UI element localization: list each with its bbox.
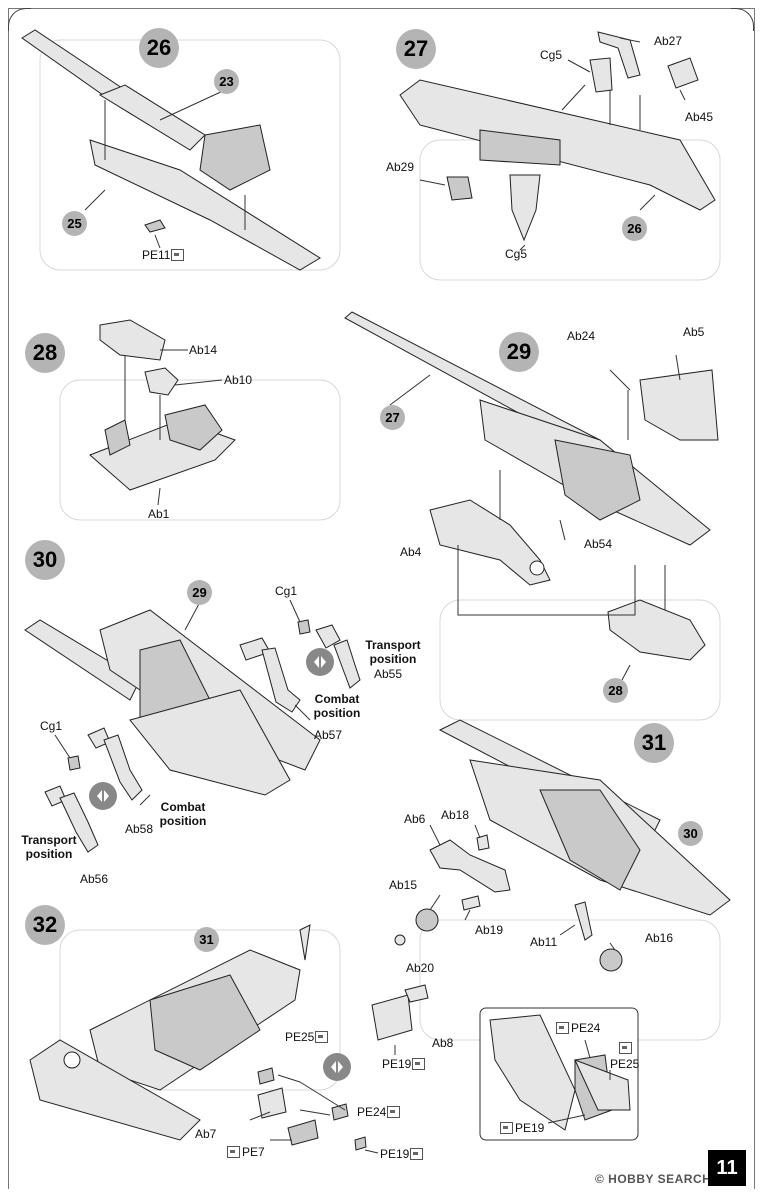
part-label: Ab58 bbox=[125, 822, 154, 836]
ghost-background bbox=[39, 39, 721, 1091]
reference-step: 23 bbox=[214, 69, 239, 94]
reference-step: 28 bbox=[603, 678, 628, 703]
step-31-drawing bbox=[394, 719, 731, 972]
step-number: 31 bbox=[634, 723, 674, 763]
part-label: Cg5 bbox=[505, 247, 528, 261]
part-label: Ab11 bbox=[530, 935, 558, 949]
position-label: Transport position bbox=[365, 638, 421, 666]
part-label: Ab54 bbox=[584, 537, 613, 551]
part-label: PE7 bbox=[227, 1145, 265, 1159]
watermark: © HOBBY SEARCH bbox=[595, 1172, 712, 1186]
inset-label: PE24 bbox=[556, 1021, 600, 1035]
part-label: Ab6 bbox=[404, 812, 426, 826]
part-label: Ab16 bbox=[645, 931, 674, 945]
page-frame bbox=[8, 8, 755, 1189]
step-28-drawing bbox=[89, 319, 236, 506]
photo-etch-icon bbox=[556, 1021, 569, 1034]
photo-etch-icon bbox=[410, 1147, 424, 1160]
step-26-drawing bbox=[21, 29, 321, 271]
inset-label: PE19 bbox=[500, 1121, 544, 1135]
part-label: Cg1 bbox=[40, 719, 63, 733]
reference-step: 27 bbox=[380, 405, 405, 430]
photo-etch-icon bbox=[315, 1030, 329, 1043]
photo-etch-icon bbox=[412, 1057, 426, 1070]
step-number: 32 bbox=[25, 905, 65, 945]
part-label: Ab10 bbox=[224, 373, 253, 387]
step-30-drawing bbox=[24, 599, 361, 853]
step-32-drawing bbox=[29, 924, 429, 1154]
step-number: 27 bbox=[396, 29, 436, 69]
reference-step: 30 bbox=[678, 821, 703, 846]
photo-etch-icon bbox=[171, 248, 185, 261]
position-label: Transport position bbox=[21, 833, 77, 861]
position-label: Combat position bbox=[159, 800, 207, 828]
step-number: 29 bbox=[499, 332, 539, 372]
part-label: Ab18 bbox=[441, 808, 470, 822]
part-label: Ab55 bbox=[374, 667, 403, 681]
photo-etch-icon bbox=[619, 1042, 632, 1054]
photo-etch-icon bbox=[387, 1105, 401, 1118]
reference-step: 29 bbox=[187, 580, 212, 605]
step-29-drawing bbox=[344, 311, 719, 681]
reference-step: 25 bbox=[62, 211, 87, 236]
page-number: 11 bbox=[708, 1150, 746, 1186]
part-label: Cg1 bbox=[275, 584, 298, 598]
part-label: Ab56 bbox=[80, 872, 109, 886]
step-27-drawing bbox=[399, 31, 716, 251]
part-label: Ab29 bbox=[386, 160, 415, 174]
part-label: Ab27 bbox=[654, 34, 683, 48]
part-label: Ab57 bbox=[314, 728, 343, 742]
part-label: Ab8 bbox=[432, 1036, 454, 1050]
part-label: PE24 bbox=[357, 1105, 401, 1119]
step-number: 30 bbox=[25, 540, 65, 580]
alternative-option-icon bbox=[323, 1053, 351, 1081]
part-label: Ab14 bbox=[189, 343, 218, 357]
part-label: Ab15 bbox=[389, 878, 418, 892]
reference-step: 31 bbox=[194, 927, 219, 952]
part-label: Cg5 bbox=[540, 48, 563, 62]
alternative-option-icon bbox=[89, 782, 117, 810]
frame-corner bbox=[8, 8, 31, 31]
step-number: 26 bbox=[139, 28, 179, 68]
part-label: Ab4 bbox=[400, 545, 422, 559]
part-label: Ab1 bbox=[148, 507, 170, 521]
part-label: Ab24 bbox=[567, 329, 596, 343]
inset-label: PE25 bbox=[610, 1057, 640, 1071]
part-label: Ab5 bbox=[683, 325, 705, 339]
part-label: Ab19 bbox=[475, 923, 504, 937]
part-label: PE11 bbox=[142, 248, 185, 262]
photo-etch-icon bbox=[227, 1145, 240, 1158]
inset-detail-drawing bbox=[479, 1007, 639, 1141]
part-label: Ab20 bbox=[406, 961, 435, 975]
photo-etch-icon bbox=[500, 1121, 513, 1134]
part-label: Ab45 bbox=[685, 110, 714, 124]
part-label: PE19 bbox=[382, 1057, 426, 1071]
reference-step: 26 bbox=[622, 216, 647, 241]
position-label: Combat position bbox=[313, 692, 361, 720]
alternative-option-icon bbox=[306, 648, 334, 676]
step-number: 28 bbox=[25, 333, 65, 373]
part-label: PE25 bbox=[285, 1030, 329, 1044]
part-label: PE19 bbox=[380, 1147, 424, 1161]
part-label: Ab7 bbox=[195, 1127, 217, 1141]
